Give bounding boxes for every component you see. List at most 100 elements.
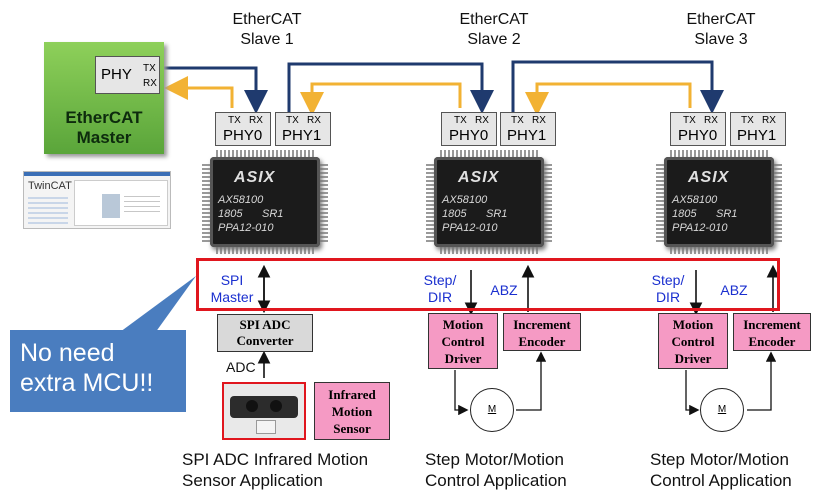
- slave1-phy0-label: PHY0: [223, 127, 263, 144]
- wire-slave1-to-master: [164, 76, 234, 108]
- slave2-phy0-rx: RX: [475, 115, 489, 126]
- slave2-chip-line2a: 1805: [442, 208, 467, 220]
- wire-master-to-slave1: [158, 66, 268, 114]
- spi-adc-line1: SPI ADC: [239, 317, 291, 332]
- slave2-phy1-label: PHY1: [507, 127, 547, 144]
- slave1-phy1-tx: TX: [286, 115, 299, 126]
- slave2-motion-line2: Control: [441, 334, 485, 349]
- slave3-phy1-rx: RX: [762, 115, 776, 126]
- app2-line1: Step Motor/Motion: [425, 450, 564, 469]
- slave3-step-dir-label: Step/ DIR: [642, 272, 694, 306]
- slave2-motion-driver-box: Motion Control Driver: [428, 313, 498, 369]
- wire-slave3-to-slave2: [525, 82, 692, 116]
- slave1-title-line2: Slave 1: [240, 31, 294, 48]
- app2-line2: Control Application: [425, 471, 567, 490]
- ir-line1: Infrared: [328, 387, 376, 402]
- slave3-phy0-tx: TX: [683, 115, 696, 126]
- slave1-chip-line2a: 1805: [218, 208, 243, 220]
- slave3-chip-line3: PPA12-010: [672, 222, 728, 234]
- slave2-phy1-rx: RX: [532, 115, 546, 126]
- slave3-title: EtherCAT Slave 3: [666, 10, 776, 50]
- ir-line3: Sensor: [333, 421, 371, 436]
- slave1-chip-line3: PPA12-010: [218, 222, 274, 234]
- slave3-motor-icon: M: [700, 388, 744, 432]
- slave3-abz-label: ABZ: [720, 282, 748, 298]
- app1-line1: SPI ADC Infrared Motion: [182, 450, 369, 469]
- app3-label: Step Motor/Motion Control Application: [650, 449, 792, 491]
- app1-line2: Sensor Application: [182, 471, 323, 490]
- master-label: EtherCAT Master: [48, 108, 160, 148]
- slave2-encoder-line1: Increment: [513, 317, 571, 332]
- infrared-sensor-label-box: Infrared Motion Sensor: [314, 382, 390, 440]
- slave3-chip-line1: AX58100: [672, 194, 718, 206]
- slave2-chip-brand: ASIX: [458, 169, 500, 186]
- slave3-encoder-line1: Increment: [743, 317, 801, 332]
- slave3-phy1: TX RX PHY1: [730, 112, 786, 146]
- slave3-encoder-box: Increment Encoder: [733, 313, 811, 351]
- app2-label: Step Motor/Motion Control Application: [425, 449, 567, 491]
- slave2-chip-line3: PPA12-010: [442, 222, 498, 234]
- slave3-motion-line2: Control: [671, 334, 715, 349]
- slave2-encoder-line2: Encoder: [518, 334, 566, 349]
- slave1-chip-line1: AX58100: [218, 194, 264, 206]
- twincat-logo: TwinCAT 3: [28, 180, 81, 192]
- slave3-phy0-label: PHY0: [678, 127, 718, 144]
- slave3-encoder-line2: Encoder: [748, 334, 796, 349]
- slave3-step-line2: DIR: [655, 289, 681, 305]
- slave3-motion-line3: Driver: [674, 351, 712, 366]
- slave2-step-dir-label: Step/ DIR: [414, 272, 466, 306]
- slave1-chip-line2b: SR1: [262, 208, 284, 220]
- adc-label: ADC: [226, 359, 256, 375]
- master-label-line1: EtherCAT: [65, 108, 143, 127]
- callout-line2: extra MCU!!: [20, 369, 154, 397]
- slave3-title-line1: EtherCAT: [686, 11, 756, 28]
- spi-master-line2: Master: [210, 289, 254, 305]
- slave3-step-line1: Step/: [651, 272, 685, 288]
- slave1-chip-brand: ASIX: [234, 169, 276, 186]
- slave3-chip-brand: ASIX: [688, 169, 730, 186]
- master-tx-label: TX: [143, 63, 156, 74]
- slave1-phy0: TX RX PHY0: [215, 112, 271, 146]
- slave2-phy0-tx: TX: [454, 115, 467, 126]
- slave2-motion-line1: Motion: [442, 317, 484, 332]
- slave2-phy1-tx: TX: [511, 115, 524, 126]
- master-label-line2: Master: [76, 128, 132, 147]
- slave2-phy1: TX RX PHY1: [500, 112, 556, 146]
- spi-adc-converter-box: SPI ADC Converter: [217, 314, 313, 352]
- master-rx-label: RX: [143, 78, 157, 89]
- slave2-abz-label: ABZ: [490, 282, 518, 298]
- slave3-motion-line1: Motion: [672, 317, 714, 332]
- slave1-title: EtherCAT Slave 1: [212, 10, 322, 50]
- slave1-title-line1: EtherCAT: [232, 11, 302, 28]
- slave2-chip-line1: AX58100: [442, 194, 488, 206]
- slave3-phy1-tx: TX: [741, 115, 754, 126]
- slave1-chip: ASIX AX58100 1805 SR1 PPA12-010: [202, 150, 328, 254]
- slave1-phy1-rx: RX: [307, 115, 321, 126]
- app3-line1: Step Motor/Motion: [650, 450, 789, 469]
- infrared-sensor-photo: [222, 382, 306, 440]
- interface-highlight-box: [196, 258, 780, 311]
- slave1-phy0-rx: RX: [249, 115, 263, 126]
- spi-adc-line2: Converter: [236, 333, 294, 348]
- slave3-title-line2: Slave 3: [694, 31, 748, 48]
- slave3-motion-driver-box: Motion Control Driver: [658, 313, 728, 369]
- ir-line2: Motion: [331, 404, 373, 419]
- slave1-phy0-tx: TX: [228, 115, 241, 126]
- wire-slave2-to-slave3: [511, 60, 724, 114]
- slave2-title-line1: EtherCAT: [459, 11, 529, 28]
- twincat-screenshot: TwinCAT 3: [23, 171, 171, 229]
- slave3-phy1-label: PHY1: [737, 127, 777, 144]
- spi-master-label: SPI Master: [200, 272, 264, 306]
- slave3-chip-line2a: 1805: [672, 208, 697, 220]
- slave2-chip-line2b: SR1: [486, 208, 508, 220]
- callout-line1: No need: [20, 339, 115, 367]
- no-mcu-callout: No need extra MCU!!: [10, 330, 186, 412]
- app1-label: SPI ADC Infrared Motion Sensor Applicati…: [182, 449, 368, 491]
- slave2-motion-line3: Driver: [444, 351, 482, 366]
- spi-master-line1: SPI: [220, 272, 244, 288]
- slave2-encoder-box: Increment Encoder: [503, 313, 581, 351]
- slave2-phy0: TX RX PHY0: [441, 112, 497, 146]
- slave2-step-line1: Step/: [423, 272, 457, 288]
